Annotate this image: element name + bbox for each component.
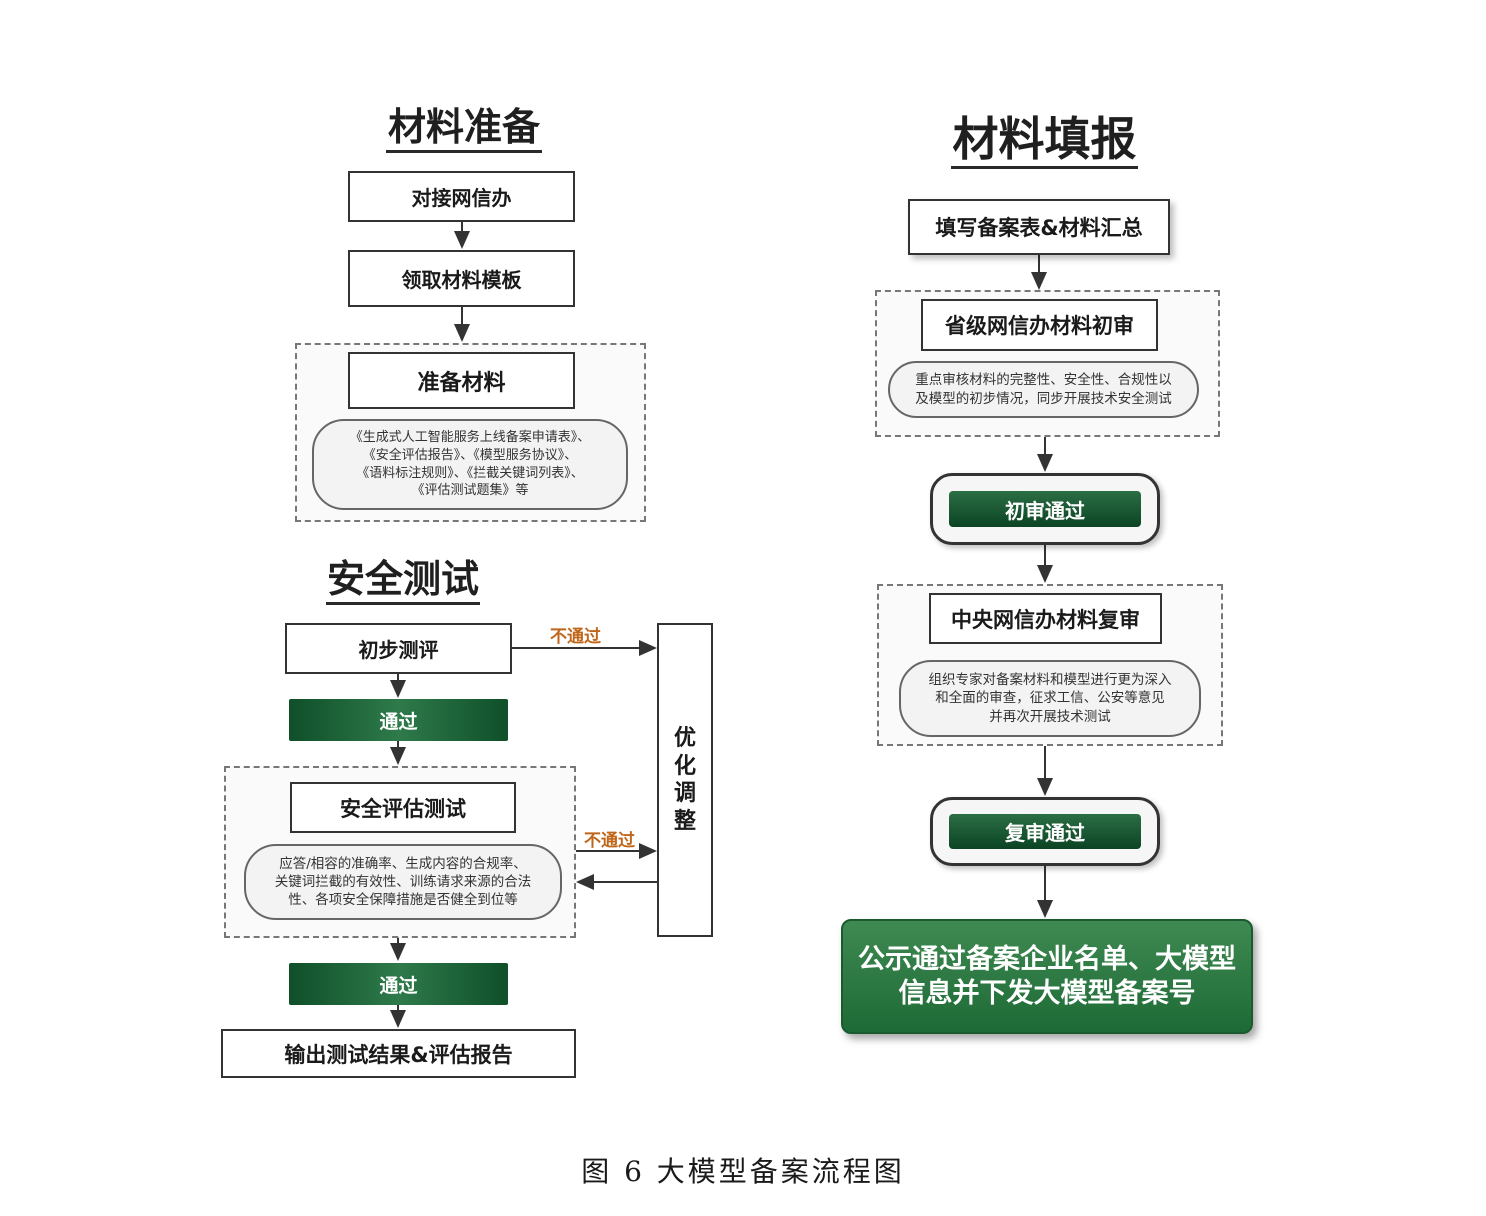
doc-line: 《评估测试题集》等 [411, 483, 529, 499]
optimize-char: 化 [673, 753, 696, 779]
box-optimize: 优 化 调 整 [657, 623, 713, 937]
badge-review-pass-frame: 复审通过 [930, 797, 1160, 866]
eval-desc-line: 关键词拦截的有效性、训练请求来源的合法 [274, 873, 532, 890]
label-fail-2: 不通过 [584, 831, 635, 851]
figure-caption: 图 6 大模型备案流程图 [581, 1155, 905, 1188]
final-publish-box: 公示通过备案企业名单、大模型 信息并下发大模型备案号 [841, 919, 1253, 1034]
step-output-report: 输出测试结果&评估报告 [221, 1029, 576, 1078]
optimize-char: 调 [673, 781, 696, 806]
final-line: 公示通过备案企业名单、大模型 [858, 943, 1236, 975]
eval-test-desc: 应答/相容的准确率、生成内容的合规率、 关键词拦截的有效性、训练请求来源的合法 … [244, 844, 562, 920]
central-desc-line: 并再次开展技术测试 [989, 708, 1111, 725]
provincial-desc-line: 及模型的初步情况，同步开展技术安全测试 [915, 390, 1172, 407]
optimize-char: 优 [673, 726, 696, 751]
step-fill-form: 填写备案表&材料汇总 [908, 199, 1170, 255]
label-fail-1: 不通过 [550, 627, 601, 647]
badge-pass-1: 通过 [289, 699, 508, 741]
doc-line: 《生成式人工智能服务上线备案申请表》、 [349, 430, 591, 446]
final-line: 信息并下发大模型备案号 [898, 977, 1196, 1009]
provincial-desc-line: 重点审核材料的完整性、安全性、合规性以 [915, 372, 1172, 389]
step-initial-eval: 初步测评 [285, 623, 512, 674]
optimize-char: 整 [673, 808, 696, 834]
step-central-review: 中央网信办材料复审 [929, 593, 1162, 644]
provincial-review-desc: 重点审核材料的完整性、安全性、合规性以 及模型的初步情况，同步开展技术安全测试 [888, 361, 1199, 418]
section-title-materials-prep: 材料准备 [386, 105, 542, 153]
badge-pass-2: 通过 [289, 963, 508, 1005]
badge-initial-pass-frame: 初审通过 [930, 473, 1160, 545]
materials-doc-list: 《生成式人工智能服务上线备案申请表》、 《安全评估报告》、《模型服务协议》、 《… [312, 419, 628, 510]
central-desc-line: 和全面的审查，征求工信、公安等意见 [935, 690, 1165, 707]
central-review-desc: 组织专家对备案材料和模型进行更为深入 和全面的审查，征求工信、公安等意见 并再次… [899, 660, 1201, 737]
badge-initial-pass: 初审通过 [948, 491, 1142, 527]
section-title-security-test: 安全测试 [326, 557, 480, 605]
step-provincial-review: 省级网信办材料初审 [921, 299, 1158, 351]
doc-line: 《安全评估报告》、《模型服务协议》、 [362, 447, 578, 463]
step-contact-cac: 对接网信办 [348, 171, 575, 222]
eval-desc-line: 应答/相容的准确率、生成内容的合规率、 [279, 855, 527, 872]
badge-review-pass: 复审通过 [948, 814, 1142, 849]
section-title-materials-submit: 材料填报 [951, 113, 1138, 169]
doc-line: 《语料标注规则》、《拦截关键词列表》、 [356, 465, 584, 481]
eval-desc-line: 性、各项安全保障措施是否健全到位等 [288, 892, 518, 909]
step-get-template: 领取材料模板 [348, 250, 575, 307]
step-security-eval-test: 安全评估测试 [290, 782, 516, 833]
step-prepare-materials: 准备材料 [348, 352, 575, 409]
central-desc-line: 组织专家对备案材料和模型进行更为深入 [928, 672, 1172, 689]
